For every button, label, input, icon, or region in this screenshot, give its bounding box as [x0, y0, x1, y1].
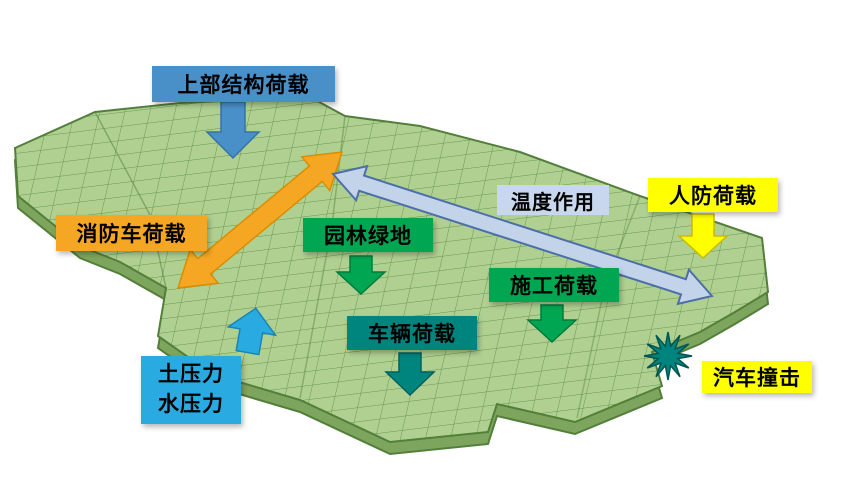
- water-pressure-line: 水压力: [158, 393, 224, 416]
- label-car-impact: 汽车撞击: [702, 361, 812, 393]
- label-construction-load: 施工荷载: [489, 268, 619, 302]
- vehicle-load-arrow: [384, 352, 436, 397]
- label-fire-truck-load: 消防车荷载: [56, 215, 207, 251]
- upper-structure-load-arrow: [205, 101, 261, 160]
- structure-top-surface: [13, 95, 770, 444]
- label-civil-defense-load: 人防荷载: [648, 178, 778, 212]
- earth-water-pressure-arrow: [226, 307, 278, 356]
- construction-load-arrow: [526, 304, 578, 344]
- label-vehicle-load: 车辆荷载: [347, 316, 477, 350]
- label-earth-water-pressure: 土压力 水压力: [141, 356, 241, 424]
- label-temperature-action: 温度作用: [497, 185, 609, 215]
- label-upper-structure-load: 上部结构荷载: [152, 66, 335, 102]
- fire-truck-load-arrow: [176, 151, 344, 289]
- earth-pressure-line: 土压力: [158, 362, 224, 386]
- civil-defense-load-arrow: [677, 213, 729, 260]
- garden-green-space-arrow: [335, 255, 387, 296]
- car-impact-burst-icon: [643, 331, 693, 381]
- label-garden-green-space: 园林绿地: [303, 218, 433, 252]
